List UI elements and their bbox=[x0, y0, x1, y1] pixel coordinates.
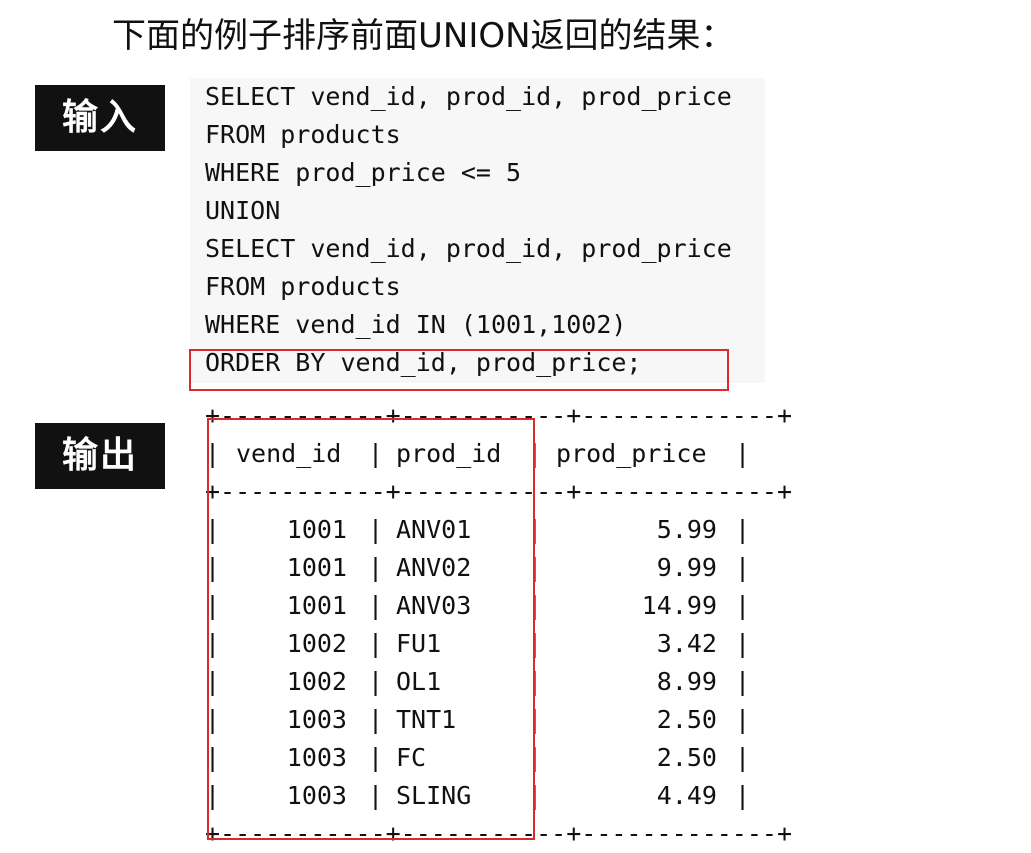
cell-prod-id: OL1 bbox=[396, 667, 442, 696]
table-pipe: | bbox=[368, 667, 384, 696]
cell-prod-price: 4.49 bbox=[656, 781, 717, 810]
table-pipe: | bbox=[368, 705, 384, 734]
table-pipe: | bbox=[735, 553, 751, 582]
table-pipe: | bbox=[735, 781, 751, 810]
cell-vend-id: 1002 bbox=[286, 667, 347, 696]
sql-line: SELECT vend_id, prod_id, prod_price bbox=[205, 82, 732, 111]
output-label: 输出 bbox=[35, 423, 165, 489]
column-header-prod-id: prod_id bbox=[396, 439, 502, 468]
cell-vend-id: 1001 bbox=[286, 591, 347, 620]
table-pipe: | bbox=[735, 743, 751, 772]
cell-vend-id: 1001 bbox=[286, 553, 347, 582]
table-border-header: +-----------+-----------+-------------+ bbox=[205, 477, 792, 506]
cell-prod-id: FU1 bbox=[396, 629, 442, 658]
cell-prod-id: ANV03 bbox=[396, 591, 472, 620]
sql-line: WHERE vend_id IN (1001,1002) bbox=[205, 310, 627, 339]
table-pipe: | bbox=[735, 705, 751, 734]
vend-prod-columns-highlight bbox=[207, 418, 535, 840]
table-pipe: | bbox=[368, 781, 384, 810]
cell-vend-id: 1003 bbox=[286, 781, 347, 810]
cell-prod-price: 8.99 bbox=[656, 667, 717, 696]
column-header-vend-id: vend_id bbox=[236, 439, 342, 468]
table-border-top: +-----------+-----------+-------------+ bbox=[205, 401, 792, 430]
table-pipe: | bbox=[735, 439, 751, 468]
table-border-bottom: +-----------+-----------+-------------+ bbox=[205, 819, 792, 848]
table-pipe: | bbox=[368, 515, 384, 544]
cell-prod-id: ANV02 bbox=[396, 553, 472, 582]
table-pipe: | bbox=[735, 515, 751, 544]
cell-prod-id: TNT1 bbox=[396, 705, 457, 734]
table-pipe: | bbox=[368, 439, 384, 468]
sql-line: FROM products bbox=[205, 272, 401, 301]
table-pipe: | bbox=[368, 591, 384, 620]
cell-vend-id: 1003 bbox=[286, 743, 347, 772]
table-pipe: | bbox=[368, 743, 384, 772]
cell-prod-id: FC bbox=[396, 743, 427, 772]
cell-prod-price: 3.42 bbox=[656, 629, 717, 658]
sql-line: SELECT vend_id, prod_id, prod_price bbox=[205, 234, 732, 263]
cell-vend-id: 1003 bbox=[286, 705, 347, 734]
sql-line: UNION bbox=[205, 196, 281, 225]
cell-prod-price: 2.50 bbox=[656, 705, 717, 734]
column-header-prod-price: prod_price bbox=[556, 439, 707, 468]
cell-prod-price: 2.50 bbox=[656, 743, 717, 772]
table-pipe: | bbox=[735, 591, 751, 620]
sql-line: WHERE prod_price <= 5 bbox=[205, 158, 522, 187]
table-pipe: | bbox=[735, 667, 751, 696]
cell-vend-id: 1002 bbox=[286, 629, 347, 658]
cell-prod-price: 9.99 bbox=[656, 553, 717, 582]
cell-prod-price: 5.99 bbox=[656, 515, 717, 544]
table-pipe: | bbox=[735, 629, 751, 658]
order-by-highlight bbox=[189, 349, 729, 391]
table-pipe: | bbox=[368, 629, 384, 658]
table-pipe: | bbox=[368, 553, 384, 582]
cell-prod-price: 14.99 bbox=[641, 591, 717, 620]
sql-line: FROM products bbox=[205, 120, 401, 149]
cell-vend-id: 1001 bbox=[286, 515, 347, 544]
sql-line-order-by: ORDER BY vend_id, prod_price; bbox=[205, 348, 642, 377]
cell-prod-id: ANV01 bbox=[396, 515, 472, 544]
sql-code-block: SELECT vend_id, prod_id, prod_price FROM… bbox=[190, 78, 765, 383]
cell-prod-id: SLING bbox=[396, 781, 472, 810]
input-label: 输入 bbox=[35, 85, 165, 151]
page-heading: 下面的例子排序前面UNION返回的结果： bbox=[112, 16, 735, 56]
